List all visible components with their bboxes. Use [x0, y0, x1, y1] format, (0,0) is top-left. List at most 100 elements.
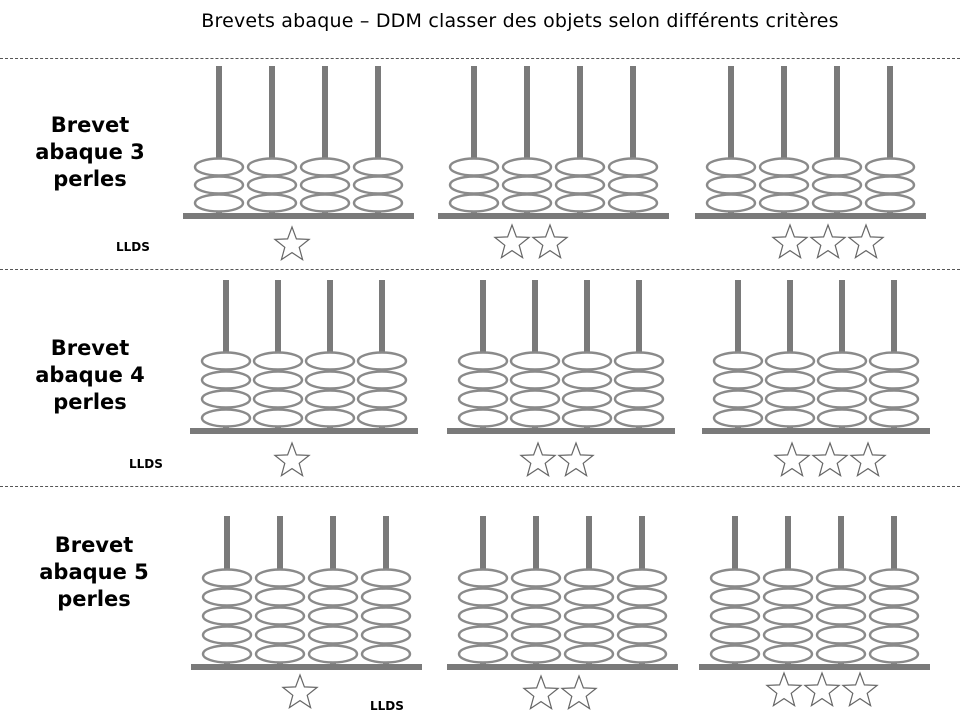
star-icon	[560, 674, 598, 710]
llds-tag: LLDS	[129, 457, 163, 471]
abacus-bead	[868, 408, 920, 428]
abacus-bead	[307, 606, 359, 626]
abacus-bead	[815, 606, 867, 626]
row-label-3-perles: Brevet abaque 3 perles	[35, 113, 145, 191]
abacus-bead	[304, 351, 356, 371]
abacus-bead	[246, 157, 298, 177]
abacus-bead	[563, 625, 615, 645]
abacus-rod	[524, 66, 530, 213]
abacus-bead	[299, 193, 351, 213]
separator-line	[0, 486, 960, 487]
abacus-bead	[764, 389, 816, 409]
abacus-bead	[816, 351, 868, 371]
abacus-bead	[705, 193, 757, 213]
star-icon	[773, 441, 811, 477]
star-icon	[519, 441, 557, 477]
abacus-bead	[510, 587, 562, 607]
abacus-bead	[254, 644, 306, 664]
abacus-bead	[613, 370, 665, 390]
abacus-bead	[501, 193, 553, 213]
abacus-bead	[561, 370, 613, 390]
abacus-bead	[201, 625, 253, 645]
abacus-bead	[613, 408, 665, 428]
abacus-bead	[509, 370, 561, 390]
abacus-bead	[554, 175, 606, 195]
abacus-bead	[563, 587, 615, 607]
abacus-bead	[457, 644, 509, 664]
abacus-bead	[712, 389, 764, 409]
row-label-5-perles: Brevet abaque 5 perles	[39, 533, 149, 611]
abacus-bead	[457, 587, 509, 607]
abacus-bead	[352, 157, 404, 177]
abacus-bead	[709, 587, 761, 607]
abacus-bead	[457, 389, 509, 409]
abacus-bead	[510, 568, 562, 588]
abacus-bead	[758, 175, 810, 195]
abacus-bead	[607, 175, 659, 195]
abacus-bead	[868, 587, 920, 607]
abacus-bead	[762, 625, 814, 645]
abacus-bead	[201, 568, 253, 588]
abacus-bead	[457, 625, 509, 645]
star-icon	[811, 441, 849, 477]
abacus-bead	[356, 389, 408, 409]
abacus-base	[702, 428, 930, 434]
star-icon	[803, 671, 841, 707]
abacus-bead	[709, 568, 761, 588]
abacus-bead	[709, 644, 761, 664]
abacus-base	[438, 213, 669, 219]
abacus-bead	[705, 157, 757, 177]
abacus-bead	[816, 389, 868, 409]
abacus-bead	[816, 370, 868, 390]
row-label-4-perles: Brevet abaque 4 perles	[35, 336, 145, 414]
abacus-bead	[201, 587, 253, 607]
abacus-bead	[758, 193, 810, 213]
abacus-bead	[360, 587, 412, 607]
abacus-bead	[509, 408, 561, 428]
star-icon	[841, 671, 879, 707]
abacus-bead	[360, 625, 412, 645]
abacus-bead	[712, 351, 764, 371]
abacus-rod	[728, 66, 734, 213]
abacus-bead	[561, 389, 613, 409]
abacus-bead	[304, 370, 356, 390]
abacus-rod	[887, 66, 893, 213]
abacus-bead	[607, 157, 659, 177]
abacus-bead	[864, 193, 916, 213]
abacus-rod	[577, 66, 583, 213]
abacus-bead	[616, 568, 668, 588]
abacus-bead	[764, 370, 816, 390]
abacus-bead	[509, 389, 561, 409]
abacus-bead	[607, 193, 659, 213]
abacus-bead	[563, 568, 615, 588]
abacus-bead	[201, 644, 253, 664]
abacus-bead	[193, 157, 245, 177]
abacus-rod	[216, 66, 222, 213]
abacus-bead	[709, 606, 761, 626]
abacus-bead	[563, 644, 615, 664]
abacus-bead	[705, 175, 757, 195]
star-icon	[557, 441, 595, 477]
abacus-bead	[758, 157, 810, 177]
abacus-bead	[815, 625, 867, 645]
llds-tag: LLDS	[116, 240, 150, 254]
star-icon	[765, 671, 803, 707]
abacus-bead	[868, 351, 920, 371]
abacus-bead	[510, 625, 562, 645]
abacus-rod	[375, 66, 381, 213]
abacus-bead	[816, 408, 868, 428]
abacus-bead	[457, 351, 509, 371]
abacus-bead	[457, 568, 509, 588]
abacus-bead	[254, 606, 306, 626]
abacus-bead	[510, 644, 562, 664]
page-title: Brevets abaque – DDM classer des objets …	[201, 10, 839, 32]
abacus-bead	[616, 644, 668, 664]
abacus-bead	[360, 568, 412, 588]
abacus-bead	[200, 370, 252, 390]
star-icon	[493, 223, 531, 259]
abacus-bead	[307, 568, 359, 588]
abacus-bead	[762, 606, 814, 626]
abacus-bead	[509, 351, 561, 371]
abacus-bead	[762, 568, 814, 588]
